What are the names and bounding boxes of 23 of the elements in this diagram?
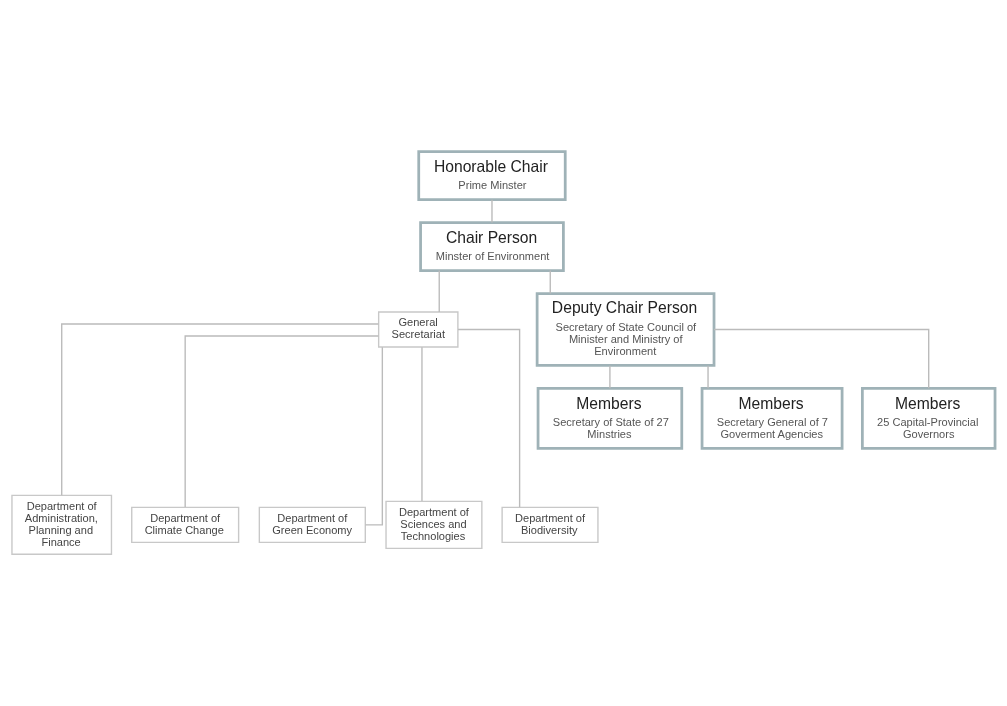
node-box: Members Secretary General of 7 Goverment Agencies: [700, 387, 844, 450]
connector: [438, 269, 440, 313]
connector: [713, 328, 930, 389]
node-box: Chair Person Minster of Environment: [419, 221, 565, 272]
node-box: Members Secretary of State of 27 Minstries: [536, 387, 684, 450]
node-box: Department of Climate Change: [131, 506, 240, 544]
connector: [491, 198, 493, 224]
node-box: Deputy Chair Person Secretary of State Council of Minister and Ministry of Environment: [535, 292, 716, 367]
connector: [421, 346, 423, 502]
connector: [184, 335, 380, 508]
connector: [549, 269, 551, 295]
connector: [61, 323, 380, 496]
node-box: Department of Administration, Planning and Finance: [11, 494, 113, 555]
node-box: General Secretariat: [377, 311, 459, 348]
node-box: Honorable Chair Prime Minster: [417, 150, 567, 201]
connector: [457, 328, 521, 508]
connector: [609, 365, 611, 389]
node-box: Department of Green Economy: [258, 506, 366, 544]
connector: [364, 346, 384, 526]
connector: [707, 365, 709, 389]
node-box: Members 25 Capital-Provincial Governors: [861, 387, 997, 450]
node-box: Department of Sciences and Technologies: [385, 500, 483, 550]
node-box: Department of Biodiversity: [501, 506, 599, 544]
